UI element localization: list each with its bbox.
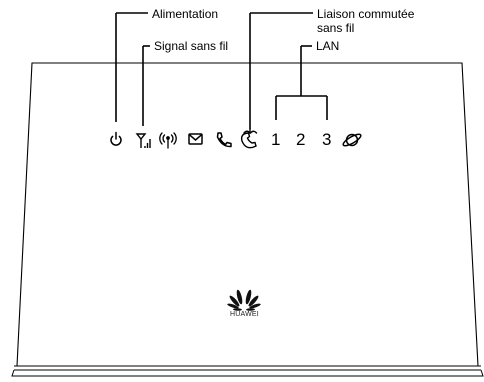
- callout-wifi-leader: [142, 45, 150, 126]
- huawei-logo-icon: [227, 289, 261, 311]
- callout-power-leader: [115, 12, 148, 122]
- brand-wordmark: HUAWEI: [230, 311, 259, 318]
- callout-dialup-label: Liaison commutée sans fil: [317, 7, 415, 35]
- wireless-dialup-icon: [240, 128, 258, 149]
- callout-power-label: Alimentation: [152, 7, 219, 21]
- callout-lan-label: LAN: [316, 39, 340, 53]
- power-icon: [110, 131, 122, 146]
- wifi-broadcast-icon: [159, 132, 177, 149]
- signal-strength-icon: [135, 133, 151, 148]
- lan-port-3: 3: [322, 130, 332, 149]
- callout-wifi-label: Signal sans fil: [154, 39, 229, 53]
- message-envelope-icon: [188, 133, 203, 145]
- callout-dialup-leader: [249, 12, 313, 129]
- lan-port-2: 2: [296, 130, 306, 149]
- callout-lan-leader: [275, 45, 328, 120]
- internet-globe-icon: [342, 133, 362, 147]
- router-base: [11, 365, 484, 377]
- lan-port-1: 1: [271, 130, 281, 149]
- router-body-outline: [16, 62, 479, 367]
- phone-icon: [216, 132, 232, 148]
